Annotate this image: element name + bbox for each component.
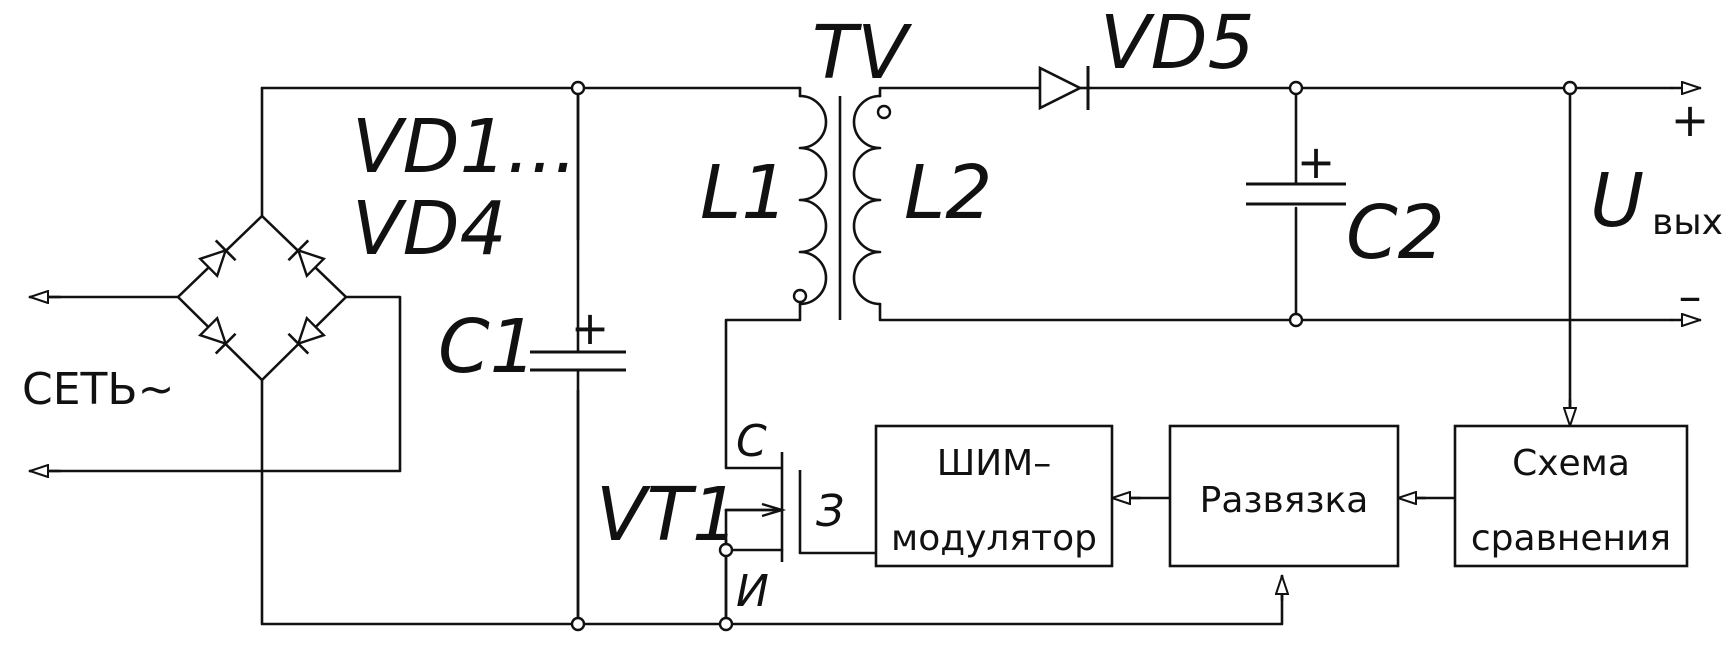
pwm-label-line2: модулятор bbox=[891, 518, 1097, 559]
primary-winding-l1 bbox=[798, 94, 828, 306]
label-c1-plus: + bbox=[571, 301, 610, 355]
diode-vd5 bbox=[1038, 65, 1090, 111]
secondary-winding-l2 bbox=[852, 94, 882, 306]
comparator-block: Схема сравнения bbox=[1453, 424, 1689, 568]
label-l2: L2 bbox=[904, 150, 992, 236]
label-uout-sub: вых bbox=[1652, 202, 1723, 243]
diode-vd4 bbox=[287, 315, 327, 355]
junction bbox=[1562, 80, 1578, 96]
label-vd5: VD5 bbox=[1100, 0, 1255, 86]
junction bbox=[718, 616, 734, 632]
label-c1: C1 bbox=[438, 304, 537, 390]
label-vd1: VD1... bbox=[352, 104, 577, 190]
diode-vd3 bbox=[197, 315, 237, 355]
diode-vd1 bbox=[197, 239, 237, 279]
label-out-plus: + bbox=[1671, 93, 1710, 147]
label-out-minus: – bbox=[1679, 269, 1702, 323]
junction bbox=[570, 80, 586, 96]
component-labels: VD1... VD4 СЕТЬ~ C1 + TV L1 L2 VD5 C2 + … bbox=[22, 0, 1723, 617]
label-pin-c: C bbox=[736, 416, 767, 467]
label-uout: U bbox=[1590, 158, 1644, 244]
label-c2: C2 bbox=[1346, 190, 1445, 276]
label-pin-u: И bbox=[736, 566, 769, 617]
isolation-block: Развязка bbox=[1168, 424, 1400, 568]
output-arrows bbox=[28, 88, 1702, 602]
label-tv: TV bbox=[812, 10, 912, 96]
label-c2-plus: + bbox=[1297, 135, 1336, 189]
capacitor-c2 bbox=[1246, 182, 1346, 206]
pwm-block: ШИМ– модулятор bbox=[874, 424, 1114, 568]
comparator-label-line1: Схема bbox=[1512, 443, 1630, 484]
comparator-label-line2: сравнения bbox=[1471, 518, 1671, 559]
label-vt1: VT1 bbox=[596, 472, 739, 558]
isolation-label: Развязка bbox=[1200, 480, 1369, 521]
junction bbox=[1288, 80, 1304, 96]
label-l1: L1 bbox=[700, 150, 788, 236]
junction bbox=[718, 542, 734, 558]
wiring bbox=[28, 86, 1674, 626]
secondary-dot bbox=[876, 104, 892, 120]
primary-dot bbox=[792, 288, 808, 304]
diode-bridge bbox=[176, 214, 348, 382]
junction bbox=[570, 616, 586, 632]
capacitor-c1 bbox=[530, 86, 626, 626]
junction bbox=[1288, 312, 1304, 328]
transformer-tv bbox=[792, 94, 892, 320]
transistor-vt1 bbox=[724, 452, 802, 562]
diode-vd2 bbox=[287, 239, 327, 279]
label-pin-z: З bbox=[816, 486, 844, 537]
junctions bbox=[570, 80, 1578, 632]
label-mains: СЕТЬ~ bbox=[22, 364, 174, 415]
pwm-label-line1: ШИМ– bbox=[937, 443, 1052, 484]
label-vd4: VD4 bbox=[352, 186, 507, 272]
